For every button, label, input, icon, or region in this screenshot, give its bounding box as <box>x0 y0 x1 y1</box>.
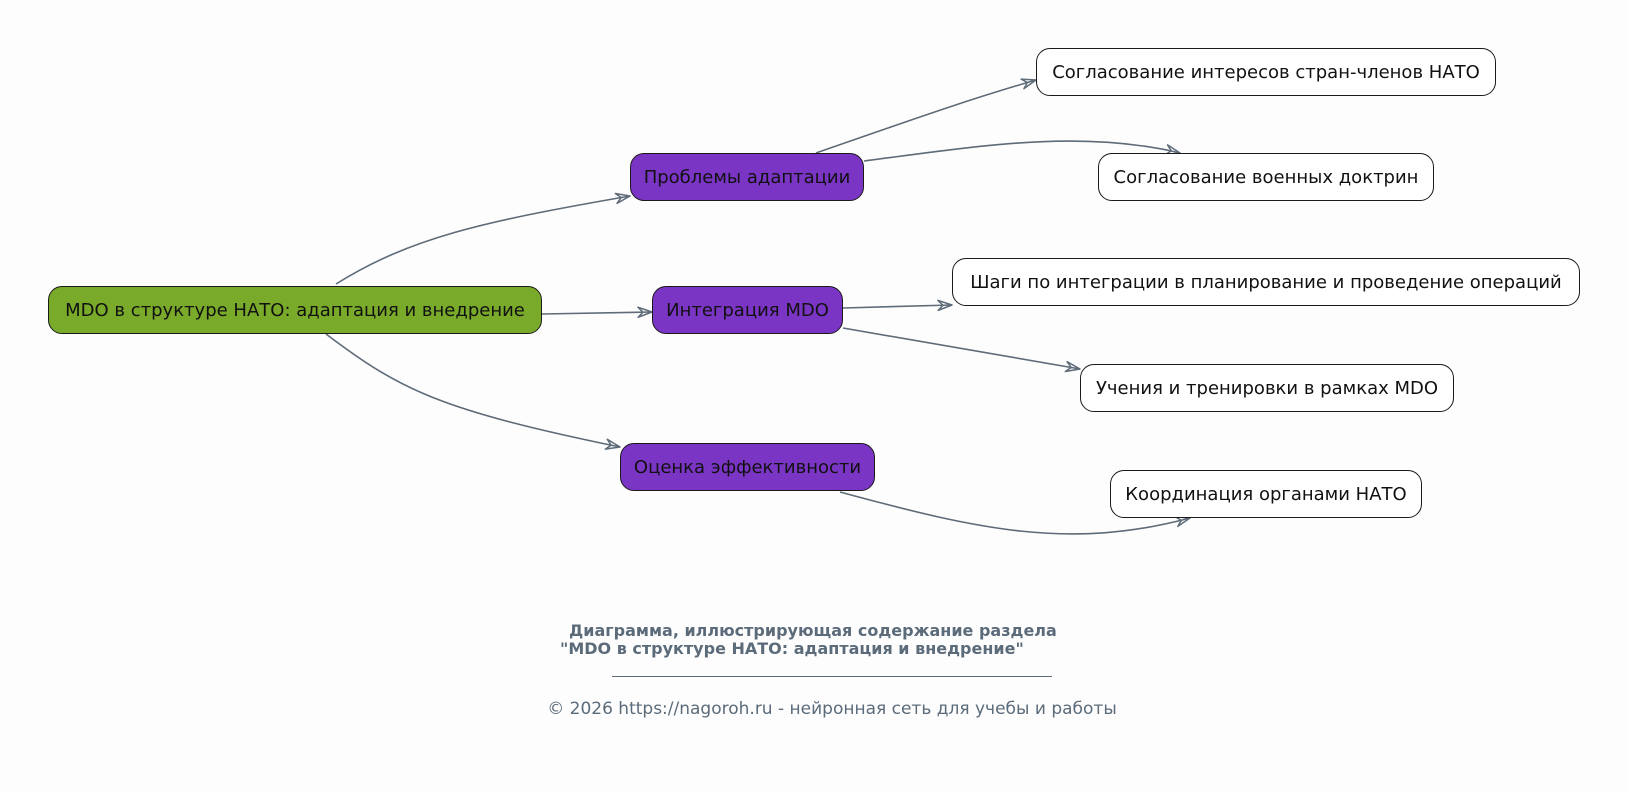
edge-integration-exercises <box>842 327 1081 373</box>
copyright-text: © 2026 https://nagoroh.ru - нейронная се… <box>547 699 1117 719</box>
caption-divider <box>612 676 1052 677</box>
edge-root-integration <box>541 306 653 319</box>
diagram-caption: Диаграмма, иллюстрирующая содержание раз… <box>560 622 1100 658</box>
node-adaptation: Проблемы адаптации <box>630 153 864 201</box>
edge-integration-steps <box>842 299 953 312</box>
edge-root-evaluation <box>325 333 621 450</box>
node-exercises: Учения и тренировки в рамках MDO <box>1080 364 1454 412</box>
node-root: MDO в структуре НАТО: адаптация и внедре… <box>48 286 542 334</box>
node-coordination: Координация органами НАТО <box>1110 470 1422 518</box>
caption-line-2: "MDO в структуре НАТО: адаптация и внедр… <box>560 639 1024 658</box>
edge-root-adaptation <box>335 192 631 285</box>
node-doctrines: Согласование военных доктрин <box>1098 153 1434 201</box>
edge-adaptation-interests <box>815 78 1037 154</box>
node-integration: Интеграция MDO <box>652 286 843 334</box>
node-steps: Шаги по интеграции в планирование и пров… <box>952 258 1580 306</box>
edge-evaluation-coordination <box>839 491 1191 535</box>
caption-line-1: Диаграмма, иллюстрирующая содержание раз… <box>569 621 1057 640</box>
edge-adaptation-doctrines <box>863 140 1181 162</box>
node-interests: Согласование интересов стран-членов НАТО <box>1036 48 1496 96</box>
node-evaluation: Оценка эффективности <box>620 443 875 491</box>
